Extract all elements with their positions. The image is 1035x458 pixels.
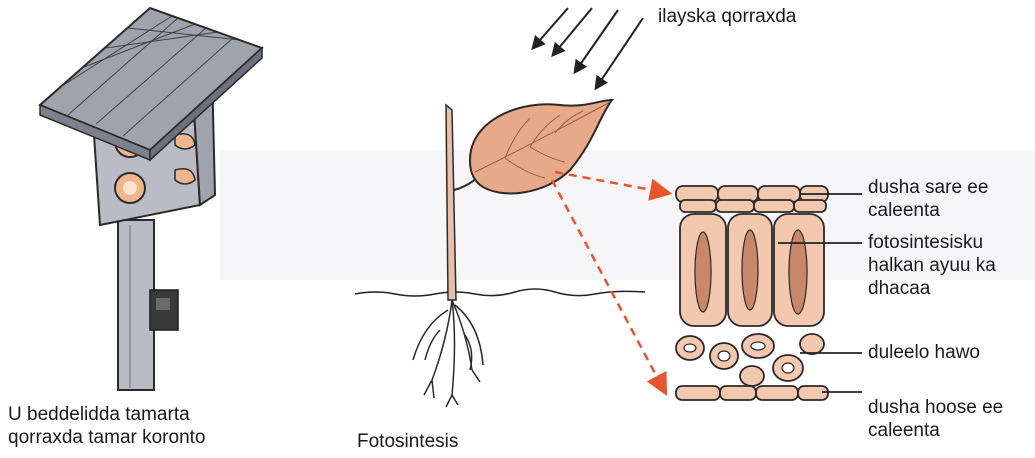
lamp-pole xyxy=(118,220,154,390)
lower-surface-label: dusha hoose ee caleenta xyxy=(868,396,1003,442)
label-line: caleenta xyxy=(868,199,988,222)
upper-surface-label: dusha sare ee caleenta xyxy=(868,176,988,222)
label-line: dusha sare ee xyxy=(868,176,988,199)
upper-epidermis xyxy=(676,186,828,212)
label-line: caleenta xyxy=(868,419,1003,442)
label-line: dusha hoose ee xyxy=(868,396,1003,419)
solar-conversion-caption: U beddelidda tamarta qorraxda tamar koro… xyxy=(8,403,206,449)
plant-caption: Fotosintesis xyxy=(357,430,458,453)
label-line: dhacaa xyxy=(868,277,996,300)
sunlight-label: ilayska qorraxda xyxy=(658,5,796,28)
label-line: fotosintesisku xyxy=(868,231,996,254)
photosynthesis-site-label: fotosintesisku halkan ayuu ka dhacaa xyxy=(868,231,996,300)
air-spaces-label: duleelo hawo xyxy=(868,341,980,364)
caption-line: qorraxda tamar koronto xyxy=(8,426,206,449)
lower-epidermis xyxy=(676,386,828,400)
label-line: halkan ayuu ka xyxy=(868,254,996,277)
caption-line: U beddelidda tamarta xyxy=(8,403,206,426)
